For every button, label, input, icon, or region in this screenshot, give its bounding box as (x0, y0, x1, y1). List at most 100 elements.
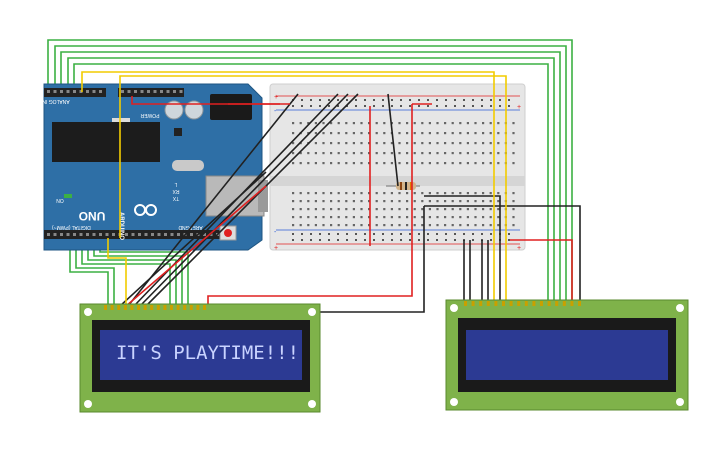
hole (466, 200, 469, 203)
hole (345, 208, 348, 211)
rail-hole (328, 239, 330, 241)
yellow-wires (81, 71, 507, 306)
hole (383, 200, 386, 203)
lcd-pin (117, 305, 121, 310)
arduino-brand: ARDUINO (118, 212, 124, 240)
lcd-pin (163, 305, 167, 310)
rail-hole (400, 239, 402, 241)
rail-hole (427, 99, 429, 101)
hole (314, 142, 317, 145)
hole (390, 192, 393, 195)
header-pin (138, 233, 141, 236)
rail-hole (409, 105, 411, 107)
rail-hole (418, 99, 420, 101)
hole (345, 152, 348, 155)
lcd-right-pins (464, 301, 581, 306)
wire-green (67, 57, 555, 300)
hole (398, 224, 401, 227)
rail-hole (310, 99, 312, 101)
hole (466, 162, 469, 165)
rail-hole (301, 99, 303, 101)
hole (292, 208, 295, 211)
rail-hole (328, 233, 330, 235)
wire-green (69, 238, 109, 306)
hole (459, 200, 462, 203)
rail-hole (436, 239, 438, 241)
header-pin (112, 233, 115, 236)
hole (390, 216, 393, 219)
hole (337, 192, 340, 195)
hole (466, 224, 469, 227)
lcd-pin (562, 301, 566, 306)
wire-black (145, 93, 359, 307)
hole (368, 122, 371, 125)
hole (512, 200, 515, 203)
header-pin (66, 233, 70, 236)
hole (497, 224, 500, 227)
hole (482, 122, 485, 125)
header-pin (47, 233, 50, 236)
hole (436, 162, 439, 165)
wire-yellow (119, 75, 507, 300)
hole (322, 162, 325, 165)
hole (383, 162, 386, 165)
hole (451, 142, 454, 145)
hole (466, 208, 469, 211)
gnd-label: GND (178, 224, 190, 230)
hole (337, 152, 340, 155)
hole (436, 216, 439, 219)
rail-hole (310, 105, 312, 107)
hole (398, 216, 401, 219)
hole (292, 224, 295, 227)
hole (406, 142, 409, 145)
hole (368, 162, 371, 165)
green-wires (47, 39, 573, 306)
rail-hole (472, 99, 474, 101)
hole (345, 122, 348, 125)
lcd-pin (486, 301, 490, 306)
rail-hole (292, 239, 294, 241)
hole (474, 152, 477, 155)
hole (451, 152, 454, 155)
hole (375, 224, 378, 227)
rail-hole (400, 105, 402, 107)
rail-hole (364, 99, 366, 101)
lcd-pin (176, 305, 180, 310)
hole (352, 192, 355, 195)
hole (512, 224, 515, 227)
rail-hole (400, 233, 402, 235)
hole (482, 152, 485, 155)
hole (314, 162, 317, 165)
lcd-pin (189, 305, 193, 310)
rail-hole (490, 99, 492, 101)
hole (421, 216, 424, 219)
hole (383, 132, 386, 135)
hole (466, 142, 469, 145)
hole (368, 192, 371, 195)
wire-black (139, 93, 349, 307)
header-pin (99, 233, 102, 236)
header-pin (140, 90, 144, 93)
hole (436, 142, 439, 145)
wire-red (207, 104, 413, 306)
hole (360, 152, 363, 155)
hole (444, 152, 447, 155)
hole (390, 162, 393, 165)
hole (489, 142, 492, 145)
hole (307, 152, 310, 155)
wire-black (119, 171, 267, 307)
hole (451, 192, 454, 195)
hole (314, 216, 317, 219)
hole (489, 162, 492, 165)
hole (459, 162, 462, 165)
hole (436, 192, 439, 195)
hole (398, 200, 401, 203)
lcd-pin (110, 305, 114, 310)
hole (292, 216, 295, 219)
hole (497, 208, 500, 211)
hole (497, 200, 500, 203)
wire-black (387, 93, 399, 187)
hole (299, 216, 302, 219)
header-pin (73, 233, 76, 236)
rail-hole (310, 233, 312, 235)
